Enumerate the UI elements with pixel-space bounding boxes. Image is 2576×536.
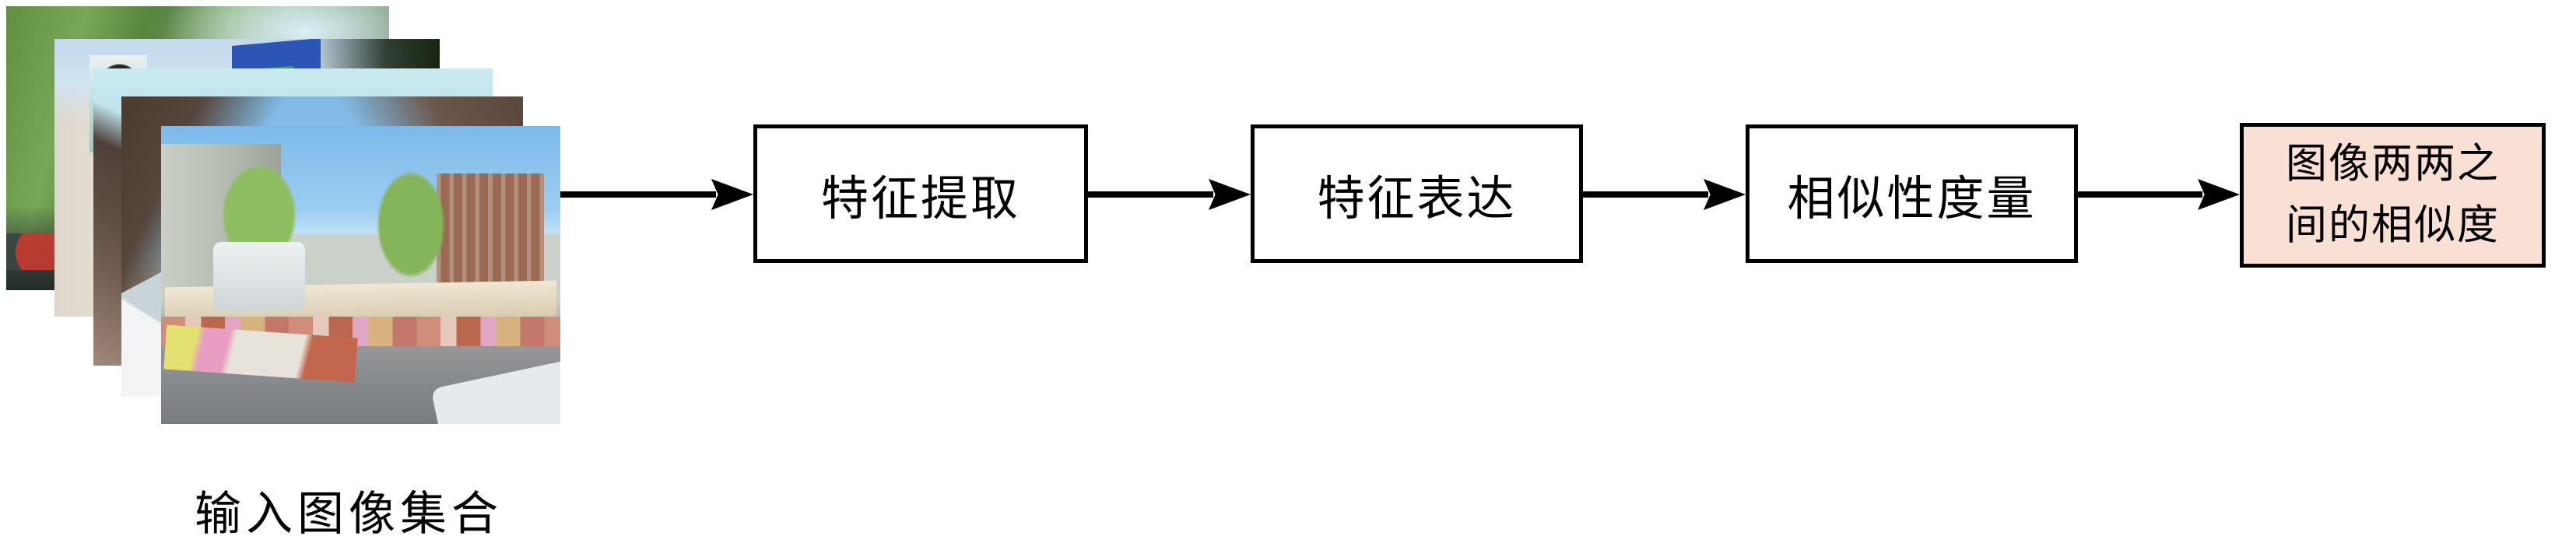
flow-arrow-1 <box>560 179 753 210</box>
arrow-shaft <box>1583 191 1708 198</box>
street-photo-5 <box>161 126 560 424</box>
arrow-head <box>711 179 753 210</box>
step-label: 相似性度量 <box>1787 173 2037 226</box>
step-box-feature-representation: 特征表达 <box>1251 124 1583 263</box>
arrow-shaft <box>560 191 716 198</box>
input-stack-label: 输入图像集合 <box>195 489 503 536</box>
white-van <box>212 242 305 311</box>
flow-arrow-4 <box>2078 179 2240 210</box>
arrow-head <box>1209 179 1251 210</box>
step-box-similarity-measure: 相似性度量 <box>1746 124 2078 263</box>
white-car <box>430 359 560 424</box>
step-label-line1: 图像两两之 <box>2286 142 2500 187</box>
flow-arrow-2 <box>1088 179 1251 210</box>
flow-arrow-3 <box>1583 179 1746 210</box>
arrow-shaft <box>2078 191 2202 198</box>
arrow-shaft <box>1088 191 1213 198</box>
step-box-feature-extraction: 特征提取 <box>753 124 1088 263</box>
step-label: 特征提取 <box>820 173 1020 226</box>
step-box-pairwise-similarity-output: 图像两两之 间的相似度 <box>2240 123 2546 268</box>
step-label: 特征表达 <box>1317 173 1517 226</box>
step-label-line2: 间的相似度 <box>2286 203 2500 248</box>
right-building <box>436 173 545 293</box>
right-tree <box>368 159 453 290</box>
arrow-head <box>1704 179 1746 210</box>
arrow-head <box>2198 179 2240 210</box>
